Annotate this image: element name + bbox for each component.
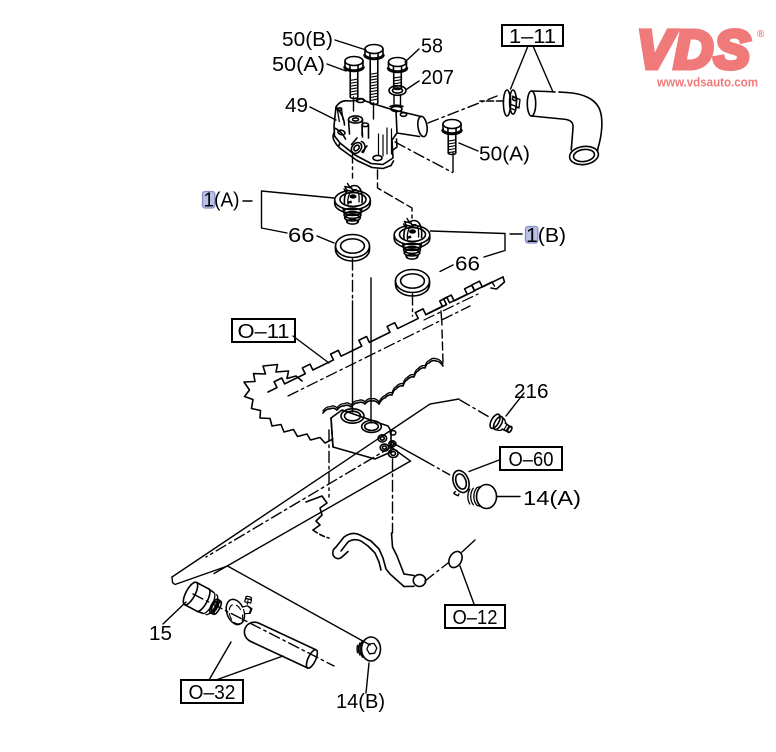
svg-text:O–11: O–11: [238, 320, 290, 343]
svg-text:15: 15: [149, 622, 172, 645]
svg-text:216: 216: [514, 380, 549, 403]
svg-text:50(B): 50(B): [282, 28, 333, 51]
svg-text:58: 58: [421, 35, 443, 58]
svg-text:O–32: O–32: [189, 681, 236, 704]
svg-text:49: 49: [285, 94, 308, 117]
svg-text:®: ®: [757, 29, 765, 40]
svg-text:66: 66: [455, 253, 480, 276]
svg-text:www.vdsauto.com: www.vdsauto.com: [656, 76, 758, 90]
svg-text:1(B): 1(B): [526, 224, 566, 247]
svg-text:1–11: 1–11: [509, 25, 556, 48]
svg-text:O–12: O–12: [453, 606, 498, 629]
svg-text:14(A): 14(A): [523, 487, 581, 510]
svg-text:VDS: VDS: [637, 20, 751, 80]
svg-text:14(B): 14(B): [336, 690, 385, 713]
svg-text:66: 66: [288, 224, 315, 247]
svg-text:1(A): 1(A): [204, 189, 240, 212]
svg-text:207: 207: [421, 66, 454, 89]
svg-text:O–60: O–60: [509, 448, 554, 471]
svg-text:50(A): 50(A): [272, 53, 325, 76]
svg-text:50(A): 50(A): [479, 143, 530, 166]
